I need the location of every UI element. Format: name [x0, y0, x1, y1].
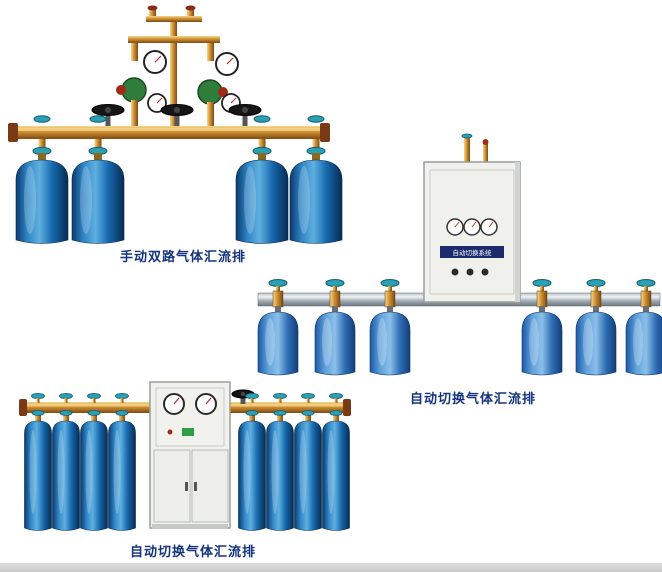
cabinet-label-strip: [440, 246, 504, 258]
cabinet-door: [191, 449, 229, 523]
handwheel-valve: [160, 104, 194, 126]
gas-cylinder: [71, 138, 125, 244]
product-caption-auto-wall: 自动切换气体汇流排: [410, 391, 537, 406]
gas-cylinder: [238, 392, 266, 531]
gas-cylinder: [289, 138, 343, 244]
gas-cylinder: [266, 392, 294, 531]
indicator-light: [167, 429, 173, 435]
main-manifold-pipe: [8, 123, 330, 142]
gas-cylinder: [235, 138, 289, 244]
door-handle: [185, 482, 188, 491]
manifold-header-pipes: [128, 5, 220, 126]
gas-cylinder: [80, 392, 108, 531]
auto-switch-floor-manifold-photo: [19, 381, 351, 531]
handwheel-valve: [91, 104, 125, 126]
gas-cylinder: [15, 138, 69, 244]
auto-switch-wall-manifold-photo: 自动切换系统: [257, 133, 662, 376]
gas-cylinder: [24, 392, 52, 531]
pressure-regulator-right: [197, 52, 241, 126]
cabinet-knob: [481, 268, 489, 276]
teal-shutoff-valves: [33, 115, 325, 123]
door-handle: [194, 482, 197, 491]
pressure-regulator-left: [116, 50, 167, 126]
cabinet-knob: [466, 268, 474, 276]
gas-cylinder: [108, 392, 136, 531]
cabinet-door: [153, 449, 191, 523]
product-caption-manual-dual: 手动双路气体汇流排: [120, 249, 247, 264]
cabinet-inlet-pipes: [461, 133, 489, 164]
cabinet-knob: [451, 268, 459, 276]
product-caption-auto-floor: 自动切换气体汇流排: [130, 544, 257, 559]
control-cabinet: 自动切换系统: [423, 161, 521, 303]
handwheel-valve: [228, 104, 262, 126]
manual-dual-manifold-photo: [8, 5, 343, 244]
gas-cylinder: [52, 392, 80, 531]
cabinet-label-text: 自动切换系统: [453, 248, 493, 257]
footer-strip: [0, 563, 662, 572]
gas-cylinder: [294, 392, 322, 531]
control-cabinet: [149, 381, 231, 529]
indicator-light: [182, 428, 194, 436]
